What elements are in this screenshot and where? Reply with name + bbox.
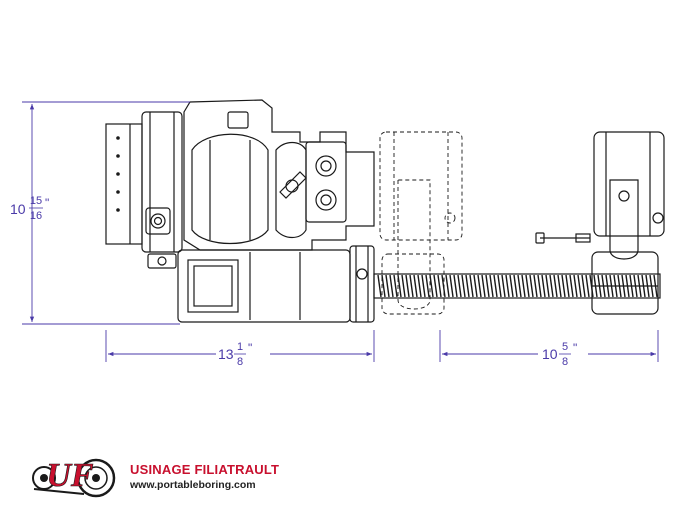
mounting-plate [105, 123, 143, 245]
dimension-height [22, 101, 190, 325]
retracted-carriage [379, 131, 463, 315]
dim-label-height: 10 15 16 " [10, 195, 49, 222]
carriage-bolt [652, 212, 664, 224]
brand-block: USINAGE FILIATRAULT www.portableboring.c… [130, 462, 279, 491]
dim-label-stroke: 10 5 8 " [542, 341, 577, 368]
company-url[interactable]: www.portableboring.com [130, 479, 256, 491]
motor-box [187, 259, 239, 313]
company-name: USINAGE FILIATRAULT [130, 462, 280, 477]
extended-carriage [535, 131, 665, 315]
dim-body-den: 8 [237, 356, 243, 368]
port-upper [315, 155, 337, 177]
port-block [305, 141, 347, 223]
logo-monogram: UF [46, 457, 94, 494]
dim-label-body-length: 13 1 8 " [218, 341, 252, 368]
gearbox-housing [183, 99, 375, 251]
collar [349, 245, 375, 323]
dim-height-den: 16 [30, 210, 42, 222]
dim-stroke-whole: 10 [542, 346, 558, 362]
dim-body-unit: " [248, 341, 252, 355]
dim-stroke-num: 5 [562, 341, 568, 353]
dimension-body-length [105, 330, 375, 362]
motor-housing [177, 249, 351, 323]
port-lower [315, 189, 337, 211]
dim-body-num: 1 [237, 341, 243, 353]
machine-body [105, 99, 375, 323]
dim-stroke-den: 8 [562, 356, 568, 368]
fitting-left [145, 207, 171, 235]
valve-handle [279, 171, 307, 199]
dim-height-unit: " [45, 196, 49, 210]
mounting-holes [116, 136, 120, 212]
dim-stroke-unit: " [573, 341, 577, 355]
dimension-stroke [439, 330, 659, 362]
company-logo: UF [32, 457, 116, 498]
dim-height-num: 15 [30, 195, 42, 207]
dim-height-whole: 10 [10, 201, 26, 217]
dim-body-whole: 13 [218, 346, 234, 362]
